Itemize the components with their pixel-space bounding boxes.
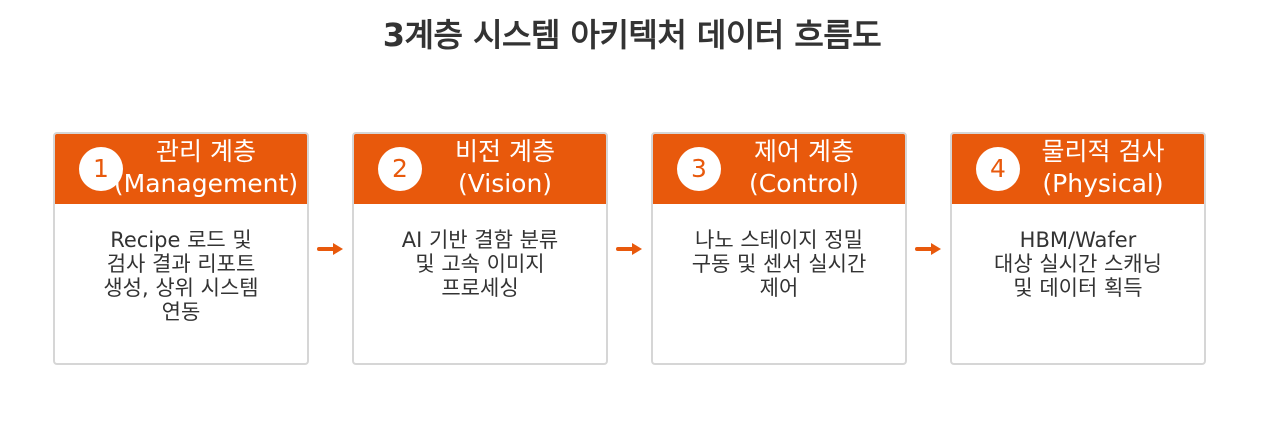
layer-name: 관리 계층 [156, 137, 256, 166]
layer-subtitle: (Control) [749, 169, 859, 198]
layer-header: 3 제어 계층 (Control) [653, 134, 905, 204]
layer-name: 제어 계층 [754, 137, 854, 166]
description-line: 프로세싱 [441, 276, 519, 300]
flow-arrow-icon [915, 243, 941, 255]
layer-subtitle: (Management) [113, 169, 299, 198]
description-line: 검사 결과 리포트 [106, 252, 256, 276]
layer-title: 물리적 검사 (Physical) [1002, 136, 1204, 200]
layer-description: HBM/Wafer 대상 실시간 스캐닝 및 데이터 획득 [966, 228, 1190, 300]
step-number-badge: 3 [677, 147, 721, 191]
description-line: 연동 [161, 300, 201, 324]
description-line: AI 기반 결함 분류 [401, 228, 559, 252]
layer-card-control: 3 제어 계층 (Control) 나노 스테이지 정밀 구동 및 센서 실시간… [651, 132, 907, 365]
layer-title: 관리 계층 (Management) [105, 136, 307, 200]
layer-card-management: 1 관리 계층 (Management) Recipe 로드 및 검사 결과 리… [53, 132, 309, 365]
layer-subtitle: (Vision) [457, 169, 553, 198]
description-line: 생성, 상위 시스템 [103, 276, 259, 300]
description-line: 제어 [759, 276, 799, 300]
layer-title: 비전 계층 (Vision) [404, 136, 606, 200]
layer-header: 4 물리적 검사 (Physical) [952, 134, 1204, 204]
layer-title: 제어 계층 (Control) [703, 136, 905, 200]
layer-subtitle: (Physical) [1042, 169, 1164, 198]
layer-description: 나노 스테이지 정밀 구동 및 센서 실시간 제어 [667, 228, 891, 300]
layer-card-vision: 2 비전 계층 (Vision) AI 기반 결함 분류 및 고속 이미지 프로… [352, 132, 608, 365]
description-line: 대상 실시간 스캐닝 [994, 252, 1162, 276]
layer-description: Recipe 로드 및 검사 결과 리포트 생성, 상위 시스템 연동 [69, 228, 293, 324]
layer-name: 물리적 검사 [1041, 137, 1165, 166]
description-line: HBM/Wafer [1019, 228, 1137, 252]
step-number-badge: 4 [976, 147, 1020, 191]
step-number-badge: 2 [378, 147, 422, 191]
description-line: 구동 및 센서 실시간 [691, 252, 867, 276]
flow-arrow-icon [616, 243, 642, 255]
description-line: 나노 스테이지 정밀 [695, 228, 863, 252]
description-line: Recipe 로드 및 [110, 228, 252, 252]
diagram-title: 3계층 시스템 아키텍처 데이터 흐름도 [382, 16, 882, 54]
layer-description: AI 기반 결함 분류 및 고속 이미지 프로세싱 [368, 228, 592, 300]
step-number-badge: 1 [79, 147, 123, 191]
description-line: 및 고속 이미지 [415, 252, 545, 276]
description-line: 및 데이터 획득 [1013, 276, 1143, 300]
flow-arrow-icon [317, 243, 343, 255]
layer-name: 비전 계층 [455, 137, 555, 166]
layer-header: 2 비전 계층 (Vision) [354, 134, 606, 204]
layer-card-physical: 4 물리적 검사 (Physical) HBM/Wafer 대상 실시간 스캐닝… [950, 132, 1206, 365]
layer-header: 1 관리 계층 (Management) [55, 134, 307, 204]
